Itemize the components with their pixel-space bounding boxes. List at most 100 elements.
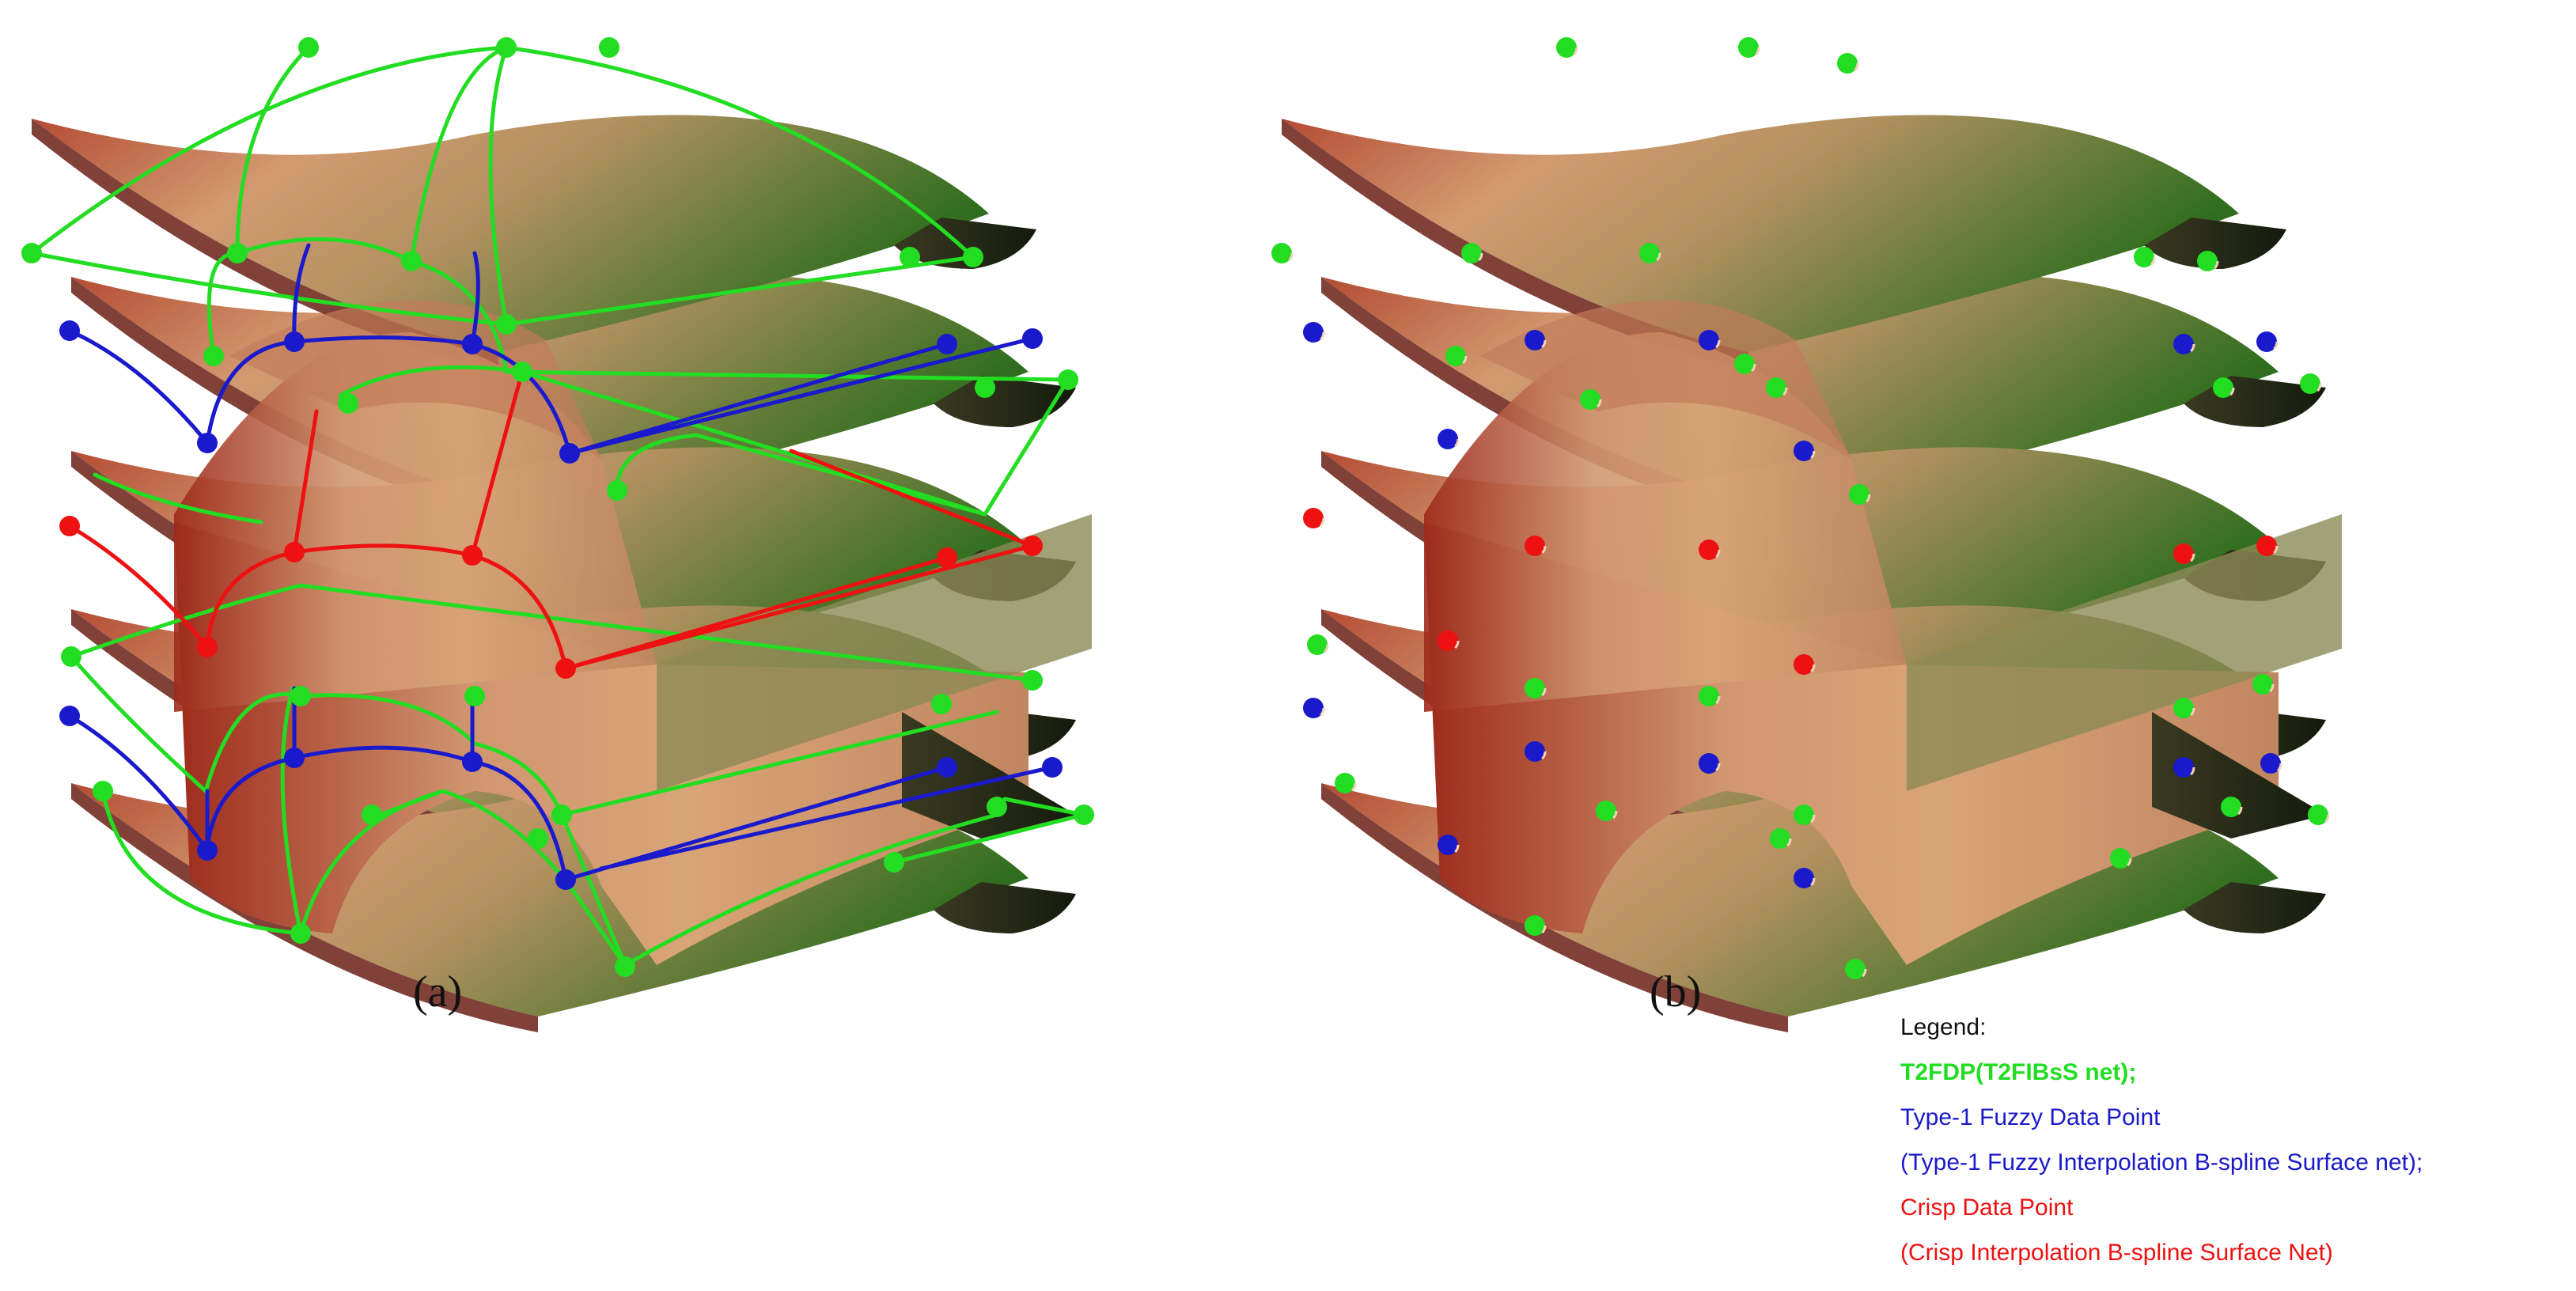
red-data-point (1523, 534, 1547, 558)
red-data-point (937, 547, 957, 568)
blue-data-point (1697, 752, 1721, 775)
green-data-point (298, 37, 319, 58)
legend-entry-crisp-point: Crisp Data Point (1900, 1194, 2074, 1221)
green-data-point (1578, 388, 1602, 411)
green-data-point (1638, 241, 1661, 265)
blue-data-point (937, 334, 957, 354)
blue-data-point (2259, 752, 2282, 775)
blue-data-point (559, 443, 580, 464)
blue-data-point (462, 334, 483, 354)
blue-data-point (937, 757, 957, 778)
legend-entry-type1-point: Type-1 Fuzzy Data Point (1900, 1104, 2161, 1130)
green-data-point (93, 781, 113, 801)
green-data-point (2298, 372, 2322, 396)
red-data-point (2255, 534, 2279, 558)
red-data-point (1436, 629, 1460, 653)
blue-data-point (1436, 427, 1460, 451)
blue-data-point (284, 331, 305, 352)
blue-data-point (2172, 332, 2195, 356)
green-data-point (2306, 803, 2330, 827)
blue-data-point (59, 706, 80, 726)
blue-data-point (59, 320, 80, 341)
blue-data-point (197, 840, 218, 861)
red-data-point (1697, 538, 1721, 562)
green-data-point (1768, 827, 1792, 850)
green-data-point (884, 852, 904, 873)
blue-data-point (1697, 328, 1721, 352)
green-data-point (931, 694, 952, 714)
green-data-point (1305, 633, 1329, 657)
blue-data-point (1301, 320, 1325, 344)
green-data-point (338, 393, 358, 414)
green-data-point (61, 646, 81, 667)
panel-b-surface (1270, 36, 2342, 1032)
blue-data-point (555, 869, 576, 890)
panel-a-surface (21, 37, 1094, 1032)
green-data-point (1733, 352, 1756, 376)
legend-title: Legend: (1900, 1014, 1987, 1040)
green-data-point (615, 956, 635, 977)
green-net-mid (93, 237, 1070, 524)
blue-data-point (1792, 866, 1816, 890)
green-data-point (2195, 249, 2219, 273)
green-data-point (1737, 36, 1760, 59)
red-data-point (462, 545, 483, 566)
green-data-point (496, 37, 517, 58)
green-data-point (1835, 51, 1859, 75)
green-data-point (512, 362, 532, 382)
blue-data-point (462, 752, 483, 772)
green-data-point (975, 377, 995, 398)
red-data-point (2172, 542, 2195, 566)
green-data-point (551, 805, 572, 825)
green-data-point (963, 247, 983, 267)
green-data-point (2132, 245, 2156, 269)
blue-data-point (1523, 740, 1547, 763)
red-data-point (284, 542, 305, 562)
green-data-point (607, 480, 627, 501)
green-data-point (1697, 684, 1721, 708)
panel-a-points (21, 37, 1094, 977)
green-data-point (1444, 344, 1468, 368)
green-data-point (900, 247, 920, 267)
green-data-point (1847, 483, 1871, 506)
blue-data-point (1792, 439, 1816, 463)
blue-data-point (1523, 328, 1547, 352)
green-data-point (599, 37, 619, 58)
green-data-point (1074, 805, 1094, 825)
blue-data-point (1436, 833, 1460, 857)
green-data-point (1460, 241, 1483, 265)
panel-b-points (1270, 36, 2330, 981)
green-data-point (290, 686, 311, 706)
green-data-point (1555, 36, 1578, 59)
green-data-point (2211, 376, 2235, 399)
green-data-point (464, 686, 485, 706)
green-data-point (1333, 771, 1357, 795)
green-data-point (21, 243, 42, 263)
green-data-point (1523, 676, 1547, 700)
red-data-point (1022, 536, 1043, 556)
blue-data-point (1042, 757, 1063, 778)
green-data-point (362, 805, 382, 825)
blue-data-point (2172, 755, 2195, 779)
blue-data-point (2255, 330, 2279, 354)
red-data-point (1301, 506, 1325, 530)
green-data-point (1594, 799, 1618, 823)
red-data-point (59, 516, 80, 536)
green-data-point (1843, 957, 1867, 981)
legend-entry-crisp-net: (Crisp Interpolation B-spline Surface Ne… (1900, 1240, 2333, 1266)
red-data-point (555, 658, 576, 679)
green-data-point (1792, 803, 1816, 827)
panel-a-label: (a) (413, 967, 463, 1017)
red-data-point (1792, 653, 1816, 676)
green-data-point (1764, 376, 1788, 399)
panel-b-label: (b) (1650, 967, 1702, 1017)
green-data-point (2172, 696, 2195, 720)
green-data-point (401, 251, 422, 271)
green-data-point (1270, 241, 1294, 265)
legend: Legend: T2FDP(T2FIBsS net); Type-1 Fuzzy… (1900, 1005, 2423, 1275)
legend-entry-t2fdp: T2FDP(T2FIBsS net); (1900, 1059, 2137, 1085)
green-data-point (1058, 369, 1078, 390)
green-data-point (987, 797, 1007, 817)
green-data-point (496, 314, 517, 335)
